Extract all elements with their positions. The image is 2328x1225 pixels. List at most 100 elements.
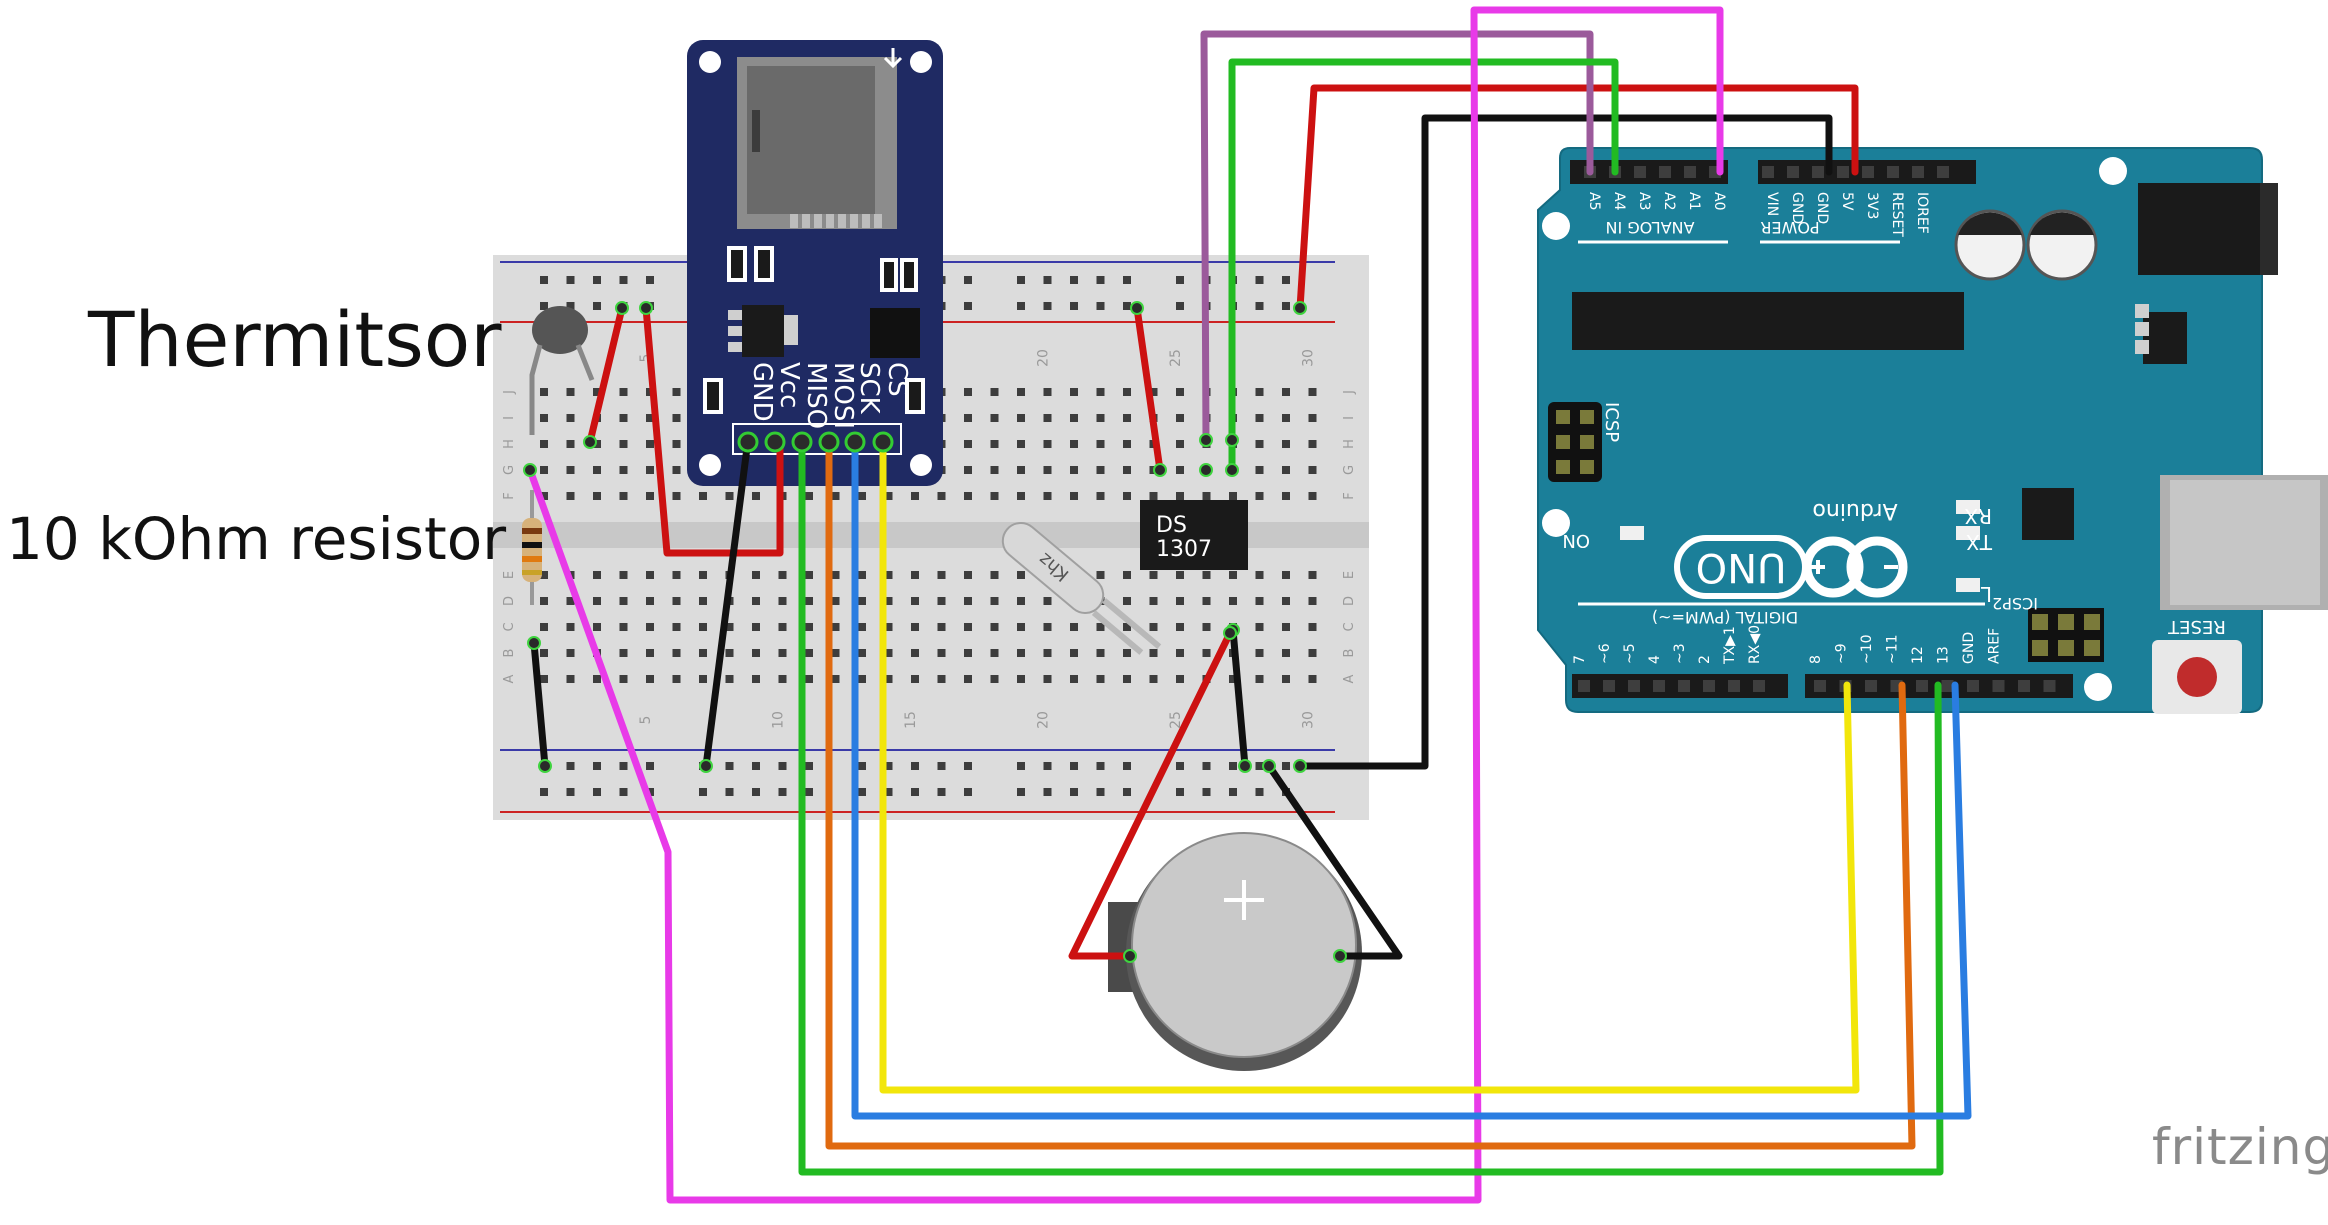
- breadboard-hole: [593, 762, 601, 770]
- breadboard-hole: [566, 597, 575, 605]
- breadboard-row-letter: B: [1342, 649, 1357, 658]
- breadboard-hole: [593, 788, 601, 796]
- breadboard-hole: [858, 675, 866, 683]
- breadboard-hole: [566, 466, 575, 474]
- breadboard-hole: [990, 492, 999, 500]
- breadboard-row-letter: G: [1342, 465, 1357, 475]
- icsp-label: ICSP: [1601, 402, 1622, 442]
- breadboard-hole: [1202, 649, 1211, 657]
- breadboard-hole: [858, 571, 866, 579]
- wires: [526, 6, 1972, 1204]
- breadboard-hole: [540, 649, 548, 657]
- header-pin: [1812, 166, 1824, 178]
- breadboard-hole: [884, 788, 893, 796]
- breadboard-hole: [1096, 649, 1105, 657]
- breadboard-hole: [619, 649, 628, 657]
- sd-header-pin: [791, 431, 813, 453]
- breadboard-hole: [593, 623, 601, 631]
- breadboard-row-letter: A: [1342, 674, 1357, 683]
- sd-header-pin: [818, 431, 840, 453]
- wire-endpoint: [1293, 301, 1307, 315]
- breadboard-hole: [540, 675, 548, 683]
- breadboard-hole: [1282, 571, 1290, 579]
- breadboard-column-number: 20: [1036, 711, 1052, 729]
- wire-endpoint: [1199, 463, 1213, 477]
- breadboard-hole: [778, 597, 787, 605]
- breadboard-hole: [1176, 414, 1184, 422]
- wire-endpoint: [538, 759, 552, 773]
- digital-pin-label: ~9: [1834, 643, 1850, 664]
- analog-pin-label: A4: [1611, 192, 1627, 211]
- breadboard-hole: [1282, 762, 1290, 770]
- sd-header-pin: [844, 431, 866, 453]
- breadboard-hole: [1229, 597, 1237, 605]
- breadboard-hole: [1149, 623, 1158, 631]
- breadboard-hole: [778, 675, 787, 683]
- breadboard-hole: [1043, 414, 1052, 422]
- breadboard-hole: [990, 388, 999, 396]
- header-pin: [1653, 680, 1665, 692]
- breadboard-hole: [566, 675, 575, 683]
- breadboard-hole: [593, 571, 601, 579]
- resistor-10k: [522, 490, 542, 605]
- breadboard-hole: [964, 597, 972, 605]
- breadboard-hole: [1017, 466, 1025, 474]
- header-pin: [1967, 680, 1979, 692]
- wire-endpoint: [1130, 301, 1144, 315]
- breadboard-hole: [1176, 492, 1184, 500]
- breadboard-hole: [1255, 649, 1264, 657]
- breadboard-hole: [540, 597, 548, 605]
- header-pin: [1941, 680, 1954, 692]
- wire-endpoint: [1123, 949, 1137, 963]
- header-pin: [1634, 166, 1646, 178]
- breadboard-hole: [990, 571, 999, 579]
- wire-red-rail: [642, 304, 784, 557]
- breadboard-hole: [884, 675, 893, 683]
- sd-slot-contact: [826, 214, 834, 228]
- breadboard-hole: [831, 571, 840, 579]
- breadboard-hole: [1176, 623, 1184, 631]
- breadboard-hole: [540, 623, 548, 631]
- breadboard-hole: [884, 492, 893, 500]
- sd-slot-contact: [862, 214, 870, 228]
- breadboard-row-letter: D: [502, 596, 517, 606]
- breadboard-hole: [1176, 762, 1184, 770]
- breadboard-hole: [1308, 440, 1317, 448]
- breadboard-hole: [619, 623, 628, 631]
- breadboard-hole: [911, 597, 919, 605]
- breadboard-hole: [646, 276, 654, 284]
- breadboard-hole: [1123, 492, 1131, 500]
- breadboard-hole: [937, 649, 946, 657]
- breadboard-hole: [1282, 675, 1290, 683]
- power-pin-label: IOREF: [1914, 192, 1930, 234]
- breadboard-hole: [752, 762, 760, 770]
- breadboard-hole: [540, 440, 548, 448]
- breadboard-hole: [672, 597, 681, 605]
- breadboard-hole: [752, 649, 760, 657]
- breadboard-hole: [964, 492, 972, 500]
- breadboard-hole: [1123, 276, 1131, 284]
- breadboard-hole: [672, 440, 681, 448]
- breadboard-hole: [1149, 388, 1158, 396]
- breadboard-hole: [672, 675, 681, 683]
- breadboard-row-letter: C: [1342, 622, 1357, 631]
- breadboard-hole: [566, 649, 575, 657]
- breadboard-hole: [593, 276, 601, 284]
- l-label: L: [1980, 582, 1992, 606]
- header-pin: [1684, 166, 1696, 178]
- breadboard-hole: [884, 762, 893, 770]
- breadboard-hole: [566, 302, 575, 310]
- breadboard-column-number: 5: [638, 354, 654, 363]
- breadboard-hole: [1255, 597, 1264, 605]
- breadboard-hole: [1176, 302, 1184, 310]
- breadboard-hole: [1123, 440, 1131, 448]
- icsp-pin: [1556, 410, 1570, 424]
- breadboard-hole: [1282, 302, 1290, 310]
- breadboard-row-letter: B: [502, 649, 517, 658]
- arduino-uno-board: ICSP ICSP2 RESET RX TX L ON UNO Arduino: [1537, 147, 2328, 714]
- digital-pin-label: 4: [1647, 655, 1663, 664]
- header-pin: [1728, 680, 1740, 692]
- breadboard-hole: [752, 492, 760, 500]
- sd-slot-contact: [838, 214, 846, 228]
- breadboard-hole: [1176, 675, 1184, 683]
